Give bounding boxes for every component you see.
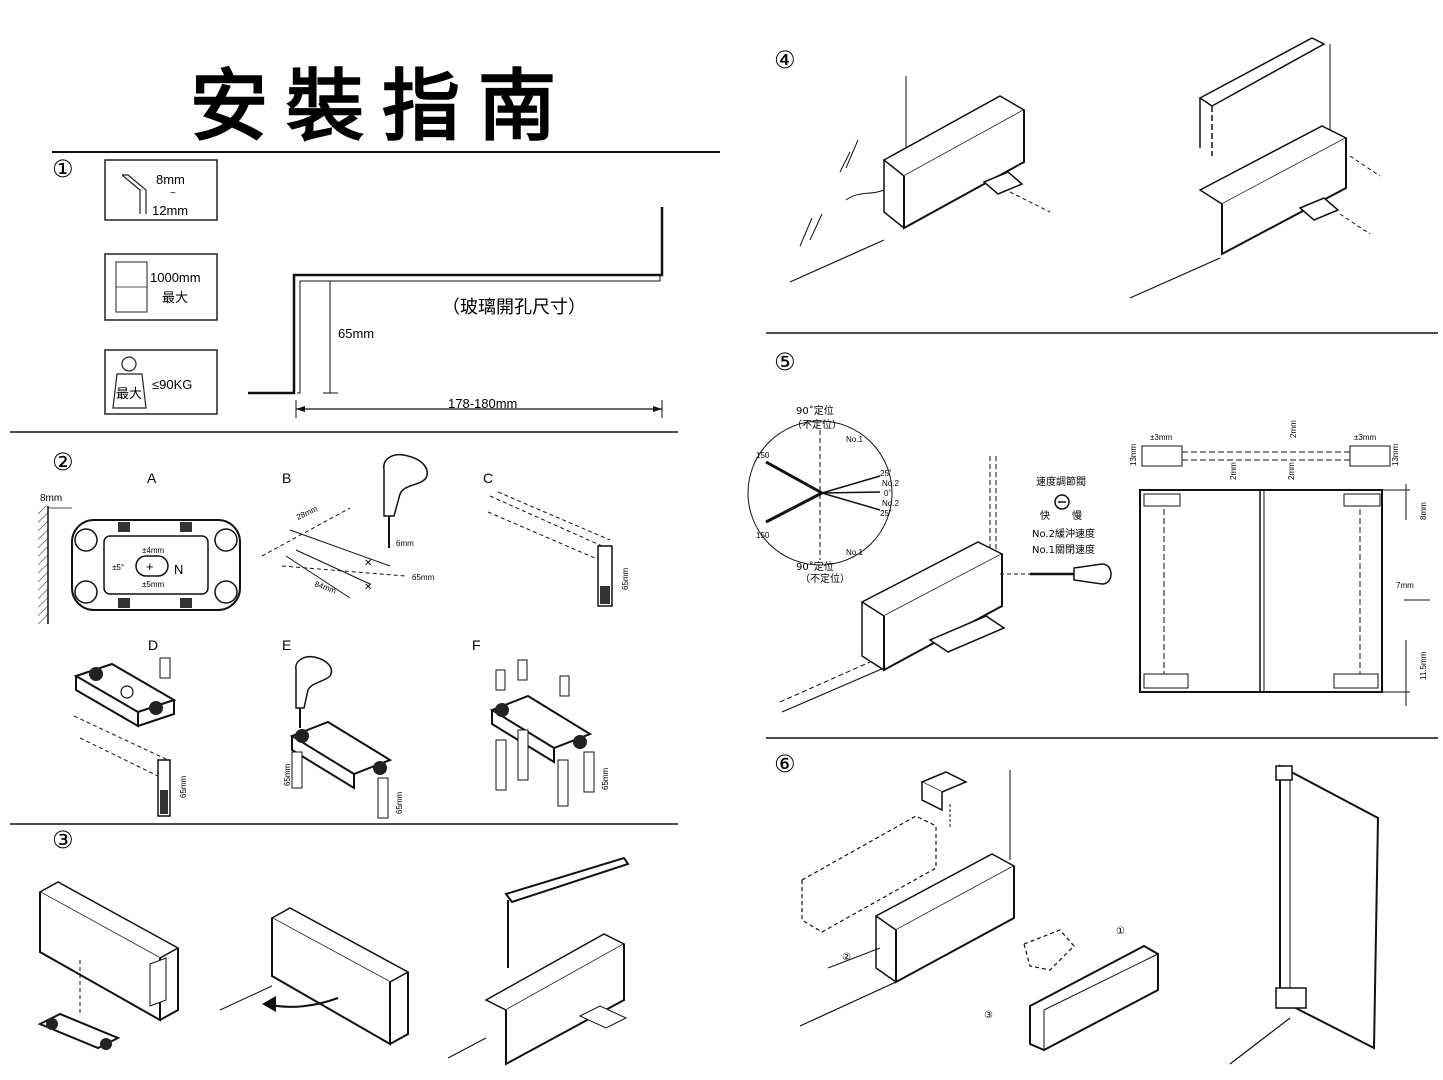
substep-f-diagram: 65mm bbox=[489, 659, 610, 807]
glass-thickness-spec: 8mm ~ 12mm bbox=[104, 159, 218, 221]
door-width-spec: 1000mm 最大 bbox=[104, 253, 218, 321]
speed-no2: No.2緩沖速度 bbox=[1032, 527, 1095, 540]
speed-valve-legend: 速度調節閥 快 慢 No.2緩沖速度 No.1關閉速度 bbox=[1032, 475, 1095, 556]
hole-label: （玻璃開孔尺寸） bbox=[442, 297, 586, 318]
step-3-number: ③ bbox=[52, 826, 74, 854]
valve-icon bbox=[1054, 494, 1070, 510]
dial-top-label: 90˚定位 bbox=[796, 404, 834, 417]
a-n-mark: N bbox=[174, 562, 183, 577]
dial-25-bottom: 25˚ bbox=[880, 509, 892, 518]
depth-label: 65mm bbox=[338, 326, 374, 341]
step-1-specs: 8mm ~ 12mm 1000mm 最大 最大 ≤90KG 65mm （玻 bbox=[104, 159, 664, 418]
drill-icon bbox=[383, 454, 428, 517]
strip-side-left: 13mm bbox=[1129, 443, 1138, 466]
door-front-view: 8mm 7mm 11.5mm bbox=[1139, 484, 1430, 706]
substep-e-label: E bbox=[282, 637, 291, 653]
thickness-min: 8mm bbox=[156, 172, 185, 187]
screwdriver-icon bbox=[295, 656, 333, 709]
step-4-number: ④ bbox=[774, 46, 796, 74]
d-dim: 65mm bbox=[179, 775, 188, 798]
dial-150-bottom: 150 bbox=[756, 531, 770, 540]
svg-text:+: + bbox=[146, 559, 154, 574]
b-dim2: 84mm bbox=[313, 579, 337, 595]
door-dim3: 11.5mm bbox=[1419, 651, 1428, 680]
speed-title: 速度調節閥 bbox=[1036, 475, 1086, 488]
page-title: 安裝指南 bbox=[190, 62, 574, 152]
strip-gap-right: 2mm bbox=[1287, 462, 1296, 480]
callout-2: ② bbox=[842, 952, 851, 963]
svg-text:✕: ✕ bbox=[364, 582, 372, 593]
door-dim2: 7mm bbox=[1396, 581, 1414, 590]
substep-a-diagram: 8mm + ±4mm ±5° ±5mm N bbox=[38, 493, 241, 624]
weight-note: 最大 bbox=[116, 386, 142, 401]
wall-gap-label: 8mm bbox=[40, 493, 62, 504]
a-dim1: ±4mm bbox=[142, 546, 165, 555]
step-6-finish: ① ② ③ bbox=[799, 764, 1380, 1065]
dial-bottom-sub: （不定位） bbox=[800, 572, 850, 585]
substep-e-diagram: 65mm 65mm bbox=[283, 656, 404, 819]
dial-no1-bottom: No.1 bbox=[846, 548, 863, 557]
width-note: 最大 bbox=[162, 290, 188, 305]
dial-no2-top: No.2 bbox=[882, 479, 899, 488]
b-dim1: 28mm bbox=[295, 504, 319, 522]
dial-0: 0˚ bbox=[884, 489, 891, 498]
f-dim: 65mm bbox=[601, 767, 610, 790]
strip-gap-left: 2mm bbox=[1229, 462, 1238, 480]
step-1-number: ① bbox=[52, 155, 74, 183]
weight-icon bbox=[121, 356, 137, 372]
length-label: 178-180mm bbox=[448, 396, 517, 411]
angle-dial: 90˚定位 （不定位） 90˚定位 （不定位） No.1 No.1 25˚ No… bbox=[747, 404, 899, 585]
substep-c-diagram: 65mm bbox=[487, 491, 630, 607]
step-5-number: ⑤ bbox=[774, 348, 796, 376]
e-dim2: 65mm bbox=[395, 791, 404, 814]
thickness-max: 12mm bbox=[152, 203, 188, 218]
strip-dim-left: ±3mm bbox=[1150, 433, 1173, 442]
speed-slow: 慢 bbox=[1072, 510, 1082, 522]
strip-dim-right: ±3mm bbox=[1354, 433, 1377, 442]
strip-gap-top: 2mm bbox=[1289, 420, 1298, 438]
substep-d-diagram: 65mm bbox=[73, 657, 188, 817]
dial-top-sub: （不定位） bbox=[792, 418, 842, 431]
dial-bottom-label: 90˚定位 bbox=[796, 560, 834, 573]
speed-fast: 快 bbox=[1040, 510, 1050, 522]
substep-a-label: A bbox=[147, 470, 157, 486]
speed-no1: No.1關閉速度 bbox=[1032, 543, 1095, 556]
e-dim1: 65mm bbox=[283, 763, 292, 786]
thickness-sep: ~ bbox=[170, 188, 176, 199]
width-value: 1000mm bbox=[150, 270, 201, 285]
substep-b-label: B bbox=[282, 470, 291, 486]
b-dim4: 65mm bbox=[412, 573, 435, 582]
b-dim3: 6mm bbox=[396, 539, 414, 548]
step-6-number: ⑥ bbox=[774, 750, 796, 778]
substep-d-label: D bbox=[148, 637, 158, 653]
step-2-number: ② bbox=[52, 448, 74, 476]
top-view-strip: ±3mm ±3mm 13mm 13mm 2mm 2mm 2mm bbox=[1129, 420, 1400, 480]
callout-3: ③ bbox=[984, 1010, 993, 1021]
substep-c-label: C bbox=[483, 470, 493, 486]
strip-side-right: 13mm bbox=[1391, 443, 1400, 466]
a-dim2: ±5° bbox=[112, 563, 124, 572]
step-2-floor-box-install: A B C D E F 8mm + ±4mm ±5° ±5mm N bbox=[38, 454, 630, 819]
door-weight-spec: 最大 ≤90KG bbox=[104, 349, 218, 415]
substep-f-label: F bbox=[472, 637, 481, 653]
a-dim3: ±5mm bbox=[142, 580, 165, 589]
step-4-insert-glass bbox=[789, 37, 1381, 299]
glass-hole-profile: 65mm （玻璃開孔尺寸） 178-180mm bbox=[248, 207, 664, 418]
weight-value: ≤90KG bbox=[152, 377, 192, 392]
door-dim1: 8mm bbox=[1419, 502, 1428, 520]
c-dim: 65mm bbox=[621, 567, 630, 590]
dial-no1-top: No.1 bbox=[846, 435, 863, 444]
dial-150-top: 150 bbox=[756, 451, 770, 460]
step-5-adjust: 90˚定位 （不定位） 90˚定位 （不定位） No.1 No.1 25˚ No… bbox=[747, 404, 1430, 713]
dial-no2-bottom: No.2 bbox=[882, 499, 899, 508]
dial-25-top: 25˚ bbox=[880, 469, 892, 478]
step-3-mount-clamp bbox=[37, 856, 630, 1066]
callout-1: ① bbox=[1116, 926, 1125, 937]
svg-text:✕: ✕ bbox=[364, 558, 372, 569]
